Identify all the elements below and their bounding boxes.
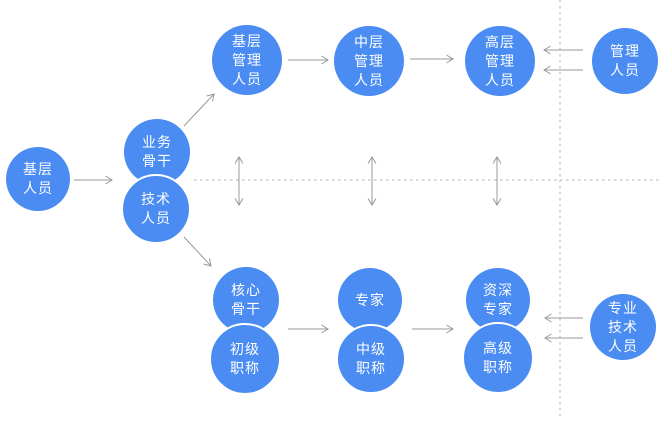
node-core-backbone: 核心 骨干 — [213, 267, 279, 333]
node-technical-staff: 技术 人员 — [121, 174, 191, 244]
node-junior-title: 初级 职称 — [209, 323, 281, 395]
node-junior-management-personnel: 基层 管理 人员 — [212, 25, 282, 95]
node-senior-title: 高级 职称 — [462, 322, 534, 394]
node-intermediate-title: 中级 职称 — [336, 324, 406, 394]
node-expert: 专家 — [338, 268, 402, 332]
node-grassroots-personnel: 基层 人员 — [6, 147, 70, 211]
node-middle-management-personnel: 中层 管理 人员 — [334, 26, 404, 96]
arrow-backbone-to-junior-manager — [183, 93, 215, 127]
node-senior-management-personnel: 高层 管理 人员 — [465, 26, 535, 96]
node-management-personnel: 管理 人员 — [592, 28, 658, 94]
node-senior-expert: 资深 专家 — [466, 268, 530, 332]
arrow-technical-to-core-backbone — [183, 236, 212, 267]
node-professional-technical-personnel: 专业 技术 人员 — [590, 294, 656, 360]
